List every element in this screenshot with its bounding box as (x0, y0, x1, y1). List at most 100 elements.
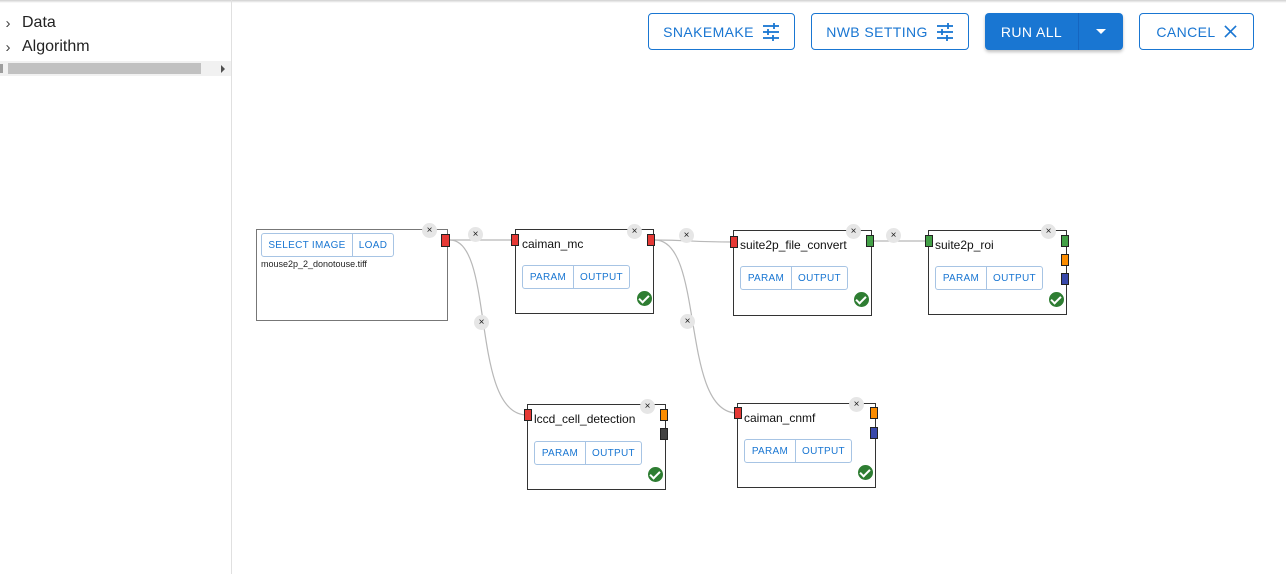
output-button[interactable]: OUTPUT (795, 440, 851, 462)
param-button[interactable]: PARAM (541, 447, 579, 459)
input-handle[interactable] (730, 236, 738, 248)
success-check-icon (1049, 292, 1064, 307)
node-button-group: PARAM OUTPUT (935, 266, 1043, 290)
param-button[interactable]: PARAM (942, 272, 980, 284)
scroll-left-arrow[interactable] (0, 64, 3, 73)
output-handle[interactable] (647, 234, 655, 246)
node-button-group: PARAM OUTPUT (740, 266, 848, 290)
output-handle[interactable] (660, 409, 668, 421)
input-handle[interactable] (511, 234, 519, 246)
lccd-cell-detection-node[interactable]: lccd_cell_detection PARAM OUTPUT (527, 404, 666, 490)
image-node[interactable]: SELECT IMAGE LOAD mouse2p_2_donotouse.ti… (256, 229, 448, 321)
node-title: lccd_cell_detection (534, 412, 636, 426)
image-filename: mouse2p_2_donotouse.tiff (261, 259, 367, 269)
output-handle[interactable] (1061, 235, 1069, 247)
select-image-button[interactable]: SELECT IMAGE (268, 239, 346, 251)
scroll-right-arrow[interactable] (221, 65, 225, 73)
node-delete-button[interactable]: × (1041, 224, 1056, 239)
close-icon: × (890, 230, 897, 241)
tree-item-data[interactable]: › Data (0, 11, 56, 35)
param-button[interactable]: PARAM (529, 271, 567, 283)
node-button-group: PARAM OUTPUT (534, 441, 642, 465)
edge-delete-button[interactable]: × (468, 227, 483, 242)
image-button-group: SELECT IMAGE LOAD (261, 233, 394, 257)
output-handle[interactable] (660, 428, 668, 440)
run-all-split-button: RUN ALL (985, 13, 1123, 50)
edge-delete-button[interactable]: × (680, 314, 695, 329)
caiman-mc-node[interactable]: caiman_mc PARAM OUTPUT (515, 229, 654, 314)
run-all-label: RUN ALL (1000, 23, 1063, 40)
close-icon: × (850, 226, 857, 237)
horizontal-scrollbar[interactable] (0, 61, 231, 76)
input-handle[interactable] (734, 407, 742, 419)
edge-caiman-mc-to-suite2p-convert (654, 239, 734, 243)
node-delete-button[interactable]: × (640, 399, 655, 414)
output-handle[interactable] (1061, 273, 1069, 285)
edge-delete-button[interactable]: × (886, 228, 901, 243)
run-all-button[interactable]: RUN ALL (985, 13, 1079, 50)
node-title: suite2p_file_convert (740, 238, 847, 252)
output-handle[interactable] (870, 427, 878, 439)
success-check-icon (858, 465, 873, 480)
suite2p-roi-node[interactable]: suite2p_roi PARAM OUTPUT (928, 230, 1067, 315)
close-icon: × (683, 230, 690, 241)
close-icon: × (1045, 226, 1052, 237)
output-button[interactable]: OUTPUT (573, 266, 629, 288)
tune-icon (936, 22, 953, 41)
close-icon: × (631, 226, 638, 237)
snakemake-label: SNAKEMAKE (663, 23, 754, 40)
node-title: caiman_mc (522, 237, 584, 251)
arrow-drop-down-icon (1096, 29, 1106, 34)
output-handle[interactable] (866, 235, 874, 247)
run-all-dropdown-button[interactable] (1079, 13, 1123, 50)
scrollbar-thumb[interactable] (8, 63, 201, 74)
input-handle[interactable] (524, 409, 532, 421)
cancel-label: CANCEL (1156, 23, 1216, 40)
output-handle[interactable] (1061, 254, 1069, 266)
success-check-icon (854, 292, 869, 307)
node-delete-button[interactable]: × (422, 223, 437, 238)
param-button[interactable]: PARAM (747, 272, 785, 284)
sidebar-tree: › Data › Algorithm (0, 0, 232, 574)
snakemake-button[interactable]: SNAKEMAKE (648, 13, 795, 50)
close-icon: × (684, 316, 691, 327)
close-icon: × (472, 229, 479, 240)
success-check-icon (637, 291, 652, 306)
output-button[interactable]: OUTPUT (791, 267, 847, 289)
tree-item-label: Algorithm (22, 38, 90, 55)
tree-item-algorithm[interactable]: › Algorithm (0, 35, 90, 59)
node-title: suite2p_roi (935, 238, 994, 252)
node-delete-button[interactable]: × (846, 224, 861, 239)
output-handle[interactable] (441, 234, 450, 247)
close-icon: × (644, 401, 651, 412)
param-button[interactable]: PARAM (751, 445, 789, 457)
edge-delete-button[interactable]: × (679, 228, 694, 243)
input-handle[interactable] (925, 235, 933, 247)
node-title: caiman_cnmf (744, 411, 816, 425)
edge-delete-button[interactable]: × (474, 315, 489, 330)
nwb-setting-button[interactable]: NWB SETTING (811, 13, 969, 50)
cancel-button[interactable]: CANCEL (1139, 13, 1254, 50)
load-button[interactable]: LOAD (352, 234, 393, 256)
close-icon: × (478, 317, 485, 328)
output-handle[interactable] (870, 407, 878, 419)
close-icon: × (426, 225, 433, 236)
top-shadow (0, 0, 1286, 3)
chevron-right-icon: › (5, 38, 11, 56)
node-button-group: PARAM OUTPUT (744, 439, 852, 463)
close-icon: × (853, 399, 860, 410)
close-icon (1223, 25, 1237, 38)
node-delete-button[interactable]: × (849, 397, 864, 412)
nwb-setting-label: NWB SETTING (826, 23, 928, 40)
output-button[interactable]: OUTPUT (986, 267, 1042, 289)
node-delete-button[interactable]: × (627, 224, 642, 239)
success-check-icon (648, 467, 663, 482)
chevron-right-icon: › (5, 14, 11, 32)
edge-caiman-mc-to-caiman-cnmf (654, 239, 738, 414)
suite2p-file-convert-node[interactable]: suite2p_file_convert PARAM OUTPUT (733, 230, 872, 316)
tree-item-label: Data (22, 14, 56, 31)
tune-icon (762, 22, 779, 41)
output-button[interactable]: OUTPUT (585, 442, 641, 464)
node-button-group: PARAM OUTPUT (522, 265, 630, 289)
caiman-cnmf-node[interactable]: caiman_cnmf PARAM OUTPUT (737, 403, 876, 488)
